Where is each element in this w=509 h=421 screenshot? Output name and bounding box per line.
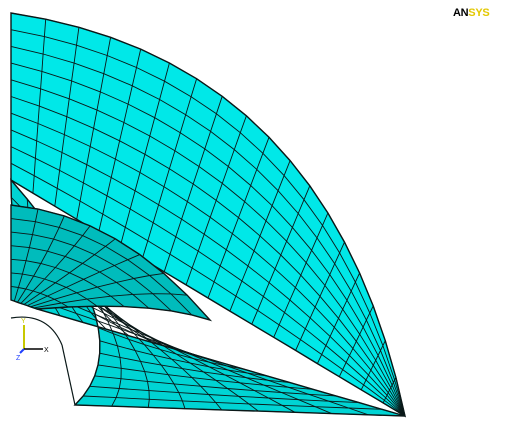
top-face-gridline bbox=[229, 160, 291, 312]
ansys-logo: ANSYS bbox=[453, 7, 490, 19]
top-face-gridline bbox=[163, 96, 223, 272]
top-face-gridline bbox=[32, 19, 47, 194]
triad-x-label: X bbox=[44, 347, 49, 354]
triad-z-label: Z bbox=[16, 355, 21, 362]
hole-face-face bbox=[11, 205, 210, 320]
hole-face-gridline bbox=[23, 238, 116, 305]
top-face-gridline bbox=[360, 340, 386, 390]
axis-triad: X Y Z bbox=[16, 318, 49, 362]
mesh-model bbox=[0, 12, 407, 421]
cut-face-gridline bbox=[83, 395, 383, 410]
cut-face-gridline bbox=[94, 375, 337, 397]
top-face-gridline bbox=[382, 377, 397, 404]
hole-face-gridline bbox=[30, 272, 164, 308]
cut-face-gridline bbox=[97, 364, 314, 390]
top-face-gridline bbox=[54, 27, 80, 207]
hole-face-gridline bbox=[27, 254, 140, 307]
top-face-gridline bbox=[295, 241, 345, 351]
hole-face-gridline bbox=[20, 225, 91, 304]
triad-y-label: Y bbox=[21, 318, 26, 325]
hole-edge bbox=[10, 316, 63, 346]
cut-face-gridline bbox=[89, 385, 360, 404]
cut-face-gridline bbox=[98, 327, 245, 370]
top-face-face bbox=[11, 13, 405, 416]
top-face-gridline bbox=[141, 78, 198, 259]
top-face-gridline bbox=[98, 48, 142, 233]
hole-face-gridline bbox=[33, 293, 188, 309]
cut-face-gridline bbox=[99, 340, 268, 377]
triad-z-axis bbox=[19, 348, 25, 354]
logo-text-an: AN bbox=[453, 7, 469, 19]
hole-opening bbox=[0, 316, 62, 421]
hole-face-gridline bbox=[17, 215, 65, 303]
cut-face-face bbox=[11, 180, 405, 416]
hole-edge bbox=[61, 344, 76, 406]
top-face-gridline bbox=[316, 272, 361, 364]
hole-face-outline bbox=[10, 204, 213, 322]
logo-text-sys: SYS bbox=[468, 7, 490, 19]
hole-face-gridline bbox=[13, 208, 39, 302]
top-face-gridline bbox=[251, 185, 311, 325]
top-face-gridline bbox=[338, 305, 374, 377]
cut-face-gridline bbox=[99, 352, 291, 384]
cut-face-gridline bbox=[89, 299, 199, 357]
top-face-gridline bbox=[76, 37, 112, 220]
top-face-gridline bbox=[273, 212, 329, 338]
top-face-gridline bbox=[207, 137, 270, 299]
top-face-gridline bbox=[119, 62, 170, 246]
top-face-outline bbox=[10, 12, 407, 418]
top-face-gridline bbox=[185, 115, 247, 286]
